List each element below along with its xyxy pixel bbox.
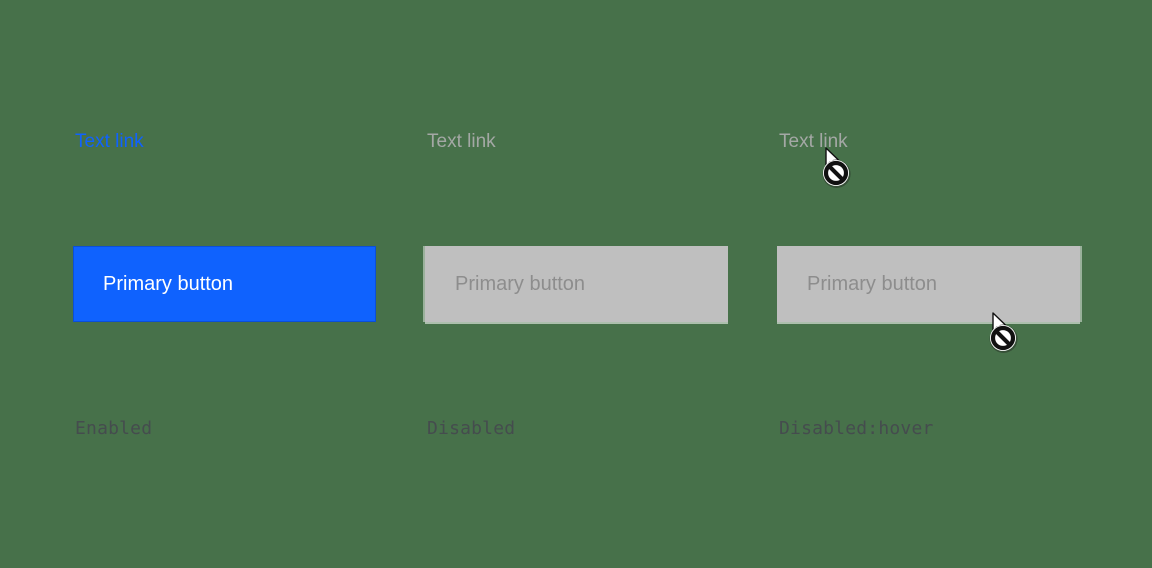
text-link-disabled-hover[interactable]: Text link [779, 131, 848, 152]
primary-button-enabled[interactable]: Primary button [73, 246, 376, 322]
text-link-disabled[interactable]: Text link [427, 131, 496, 152]
state-column-disabled: Text link Primary button Disabled [425, 0, 729, 568]
primary-button-disabled[interactable]: Primary button [425, 246, 728, 322]
state-caption-enabled: Enabled [75, 418, 153, 439]
primary-button-disabled-hover[interactable]: Primary button [777, 246, 1080, 322]
state-column-enabled: Text link Primary button Enabled [73, 0, 377, 568]
text-link-enabled[interactable]: Text link [75, 131, 144, 152]
state-column-disabled-hover: Text link Primary button Disabled:hover [777, 0, 1081, 568]
state-caption-disabled-hover: Disabled:hover [779, 418, 934, 439]
state-caption-disabled: Disabled [427, 418, 516, 439]
